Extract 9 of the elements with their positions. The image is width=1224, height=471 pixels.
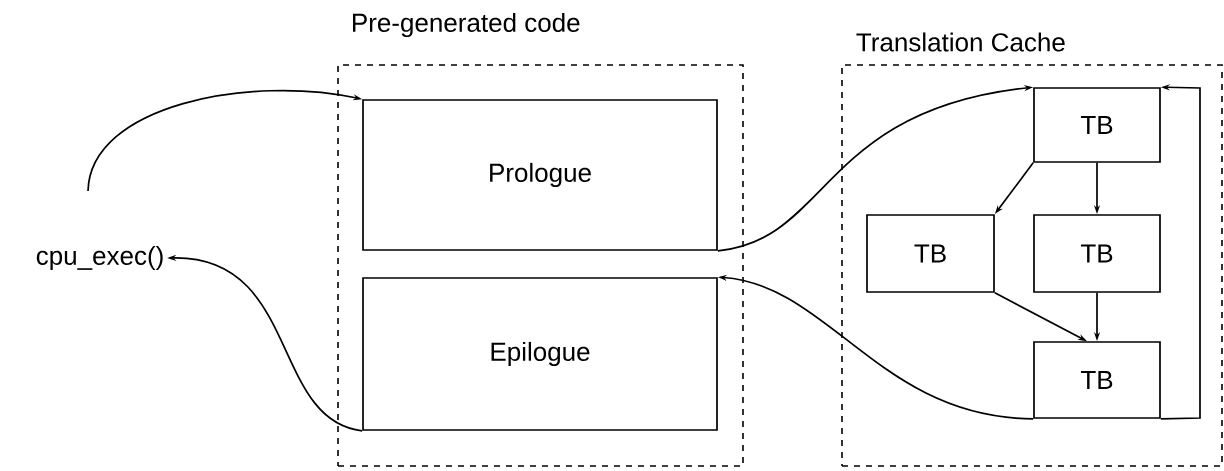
process-box: TB [1033,341,1161,419]
frame-title: Pre-generated code [353,12,580,38]
frame-title: Translation Cache [856,32,1065,52]
process-box: TB [866,214,995,293]
process-box: Prologue [362,99,718,251]
process-box: TB [1033,87,1161,163]
function-label: cpu_exec() [36,245,163,271]
process-box: TB [1033,214,1161,293]
process-box: Epilogue [362,277,718,431]
